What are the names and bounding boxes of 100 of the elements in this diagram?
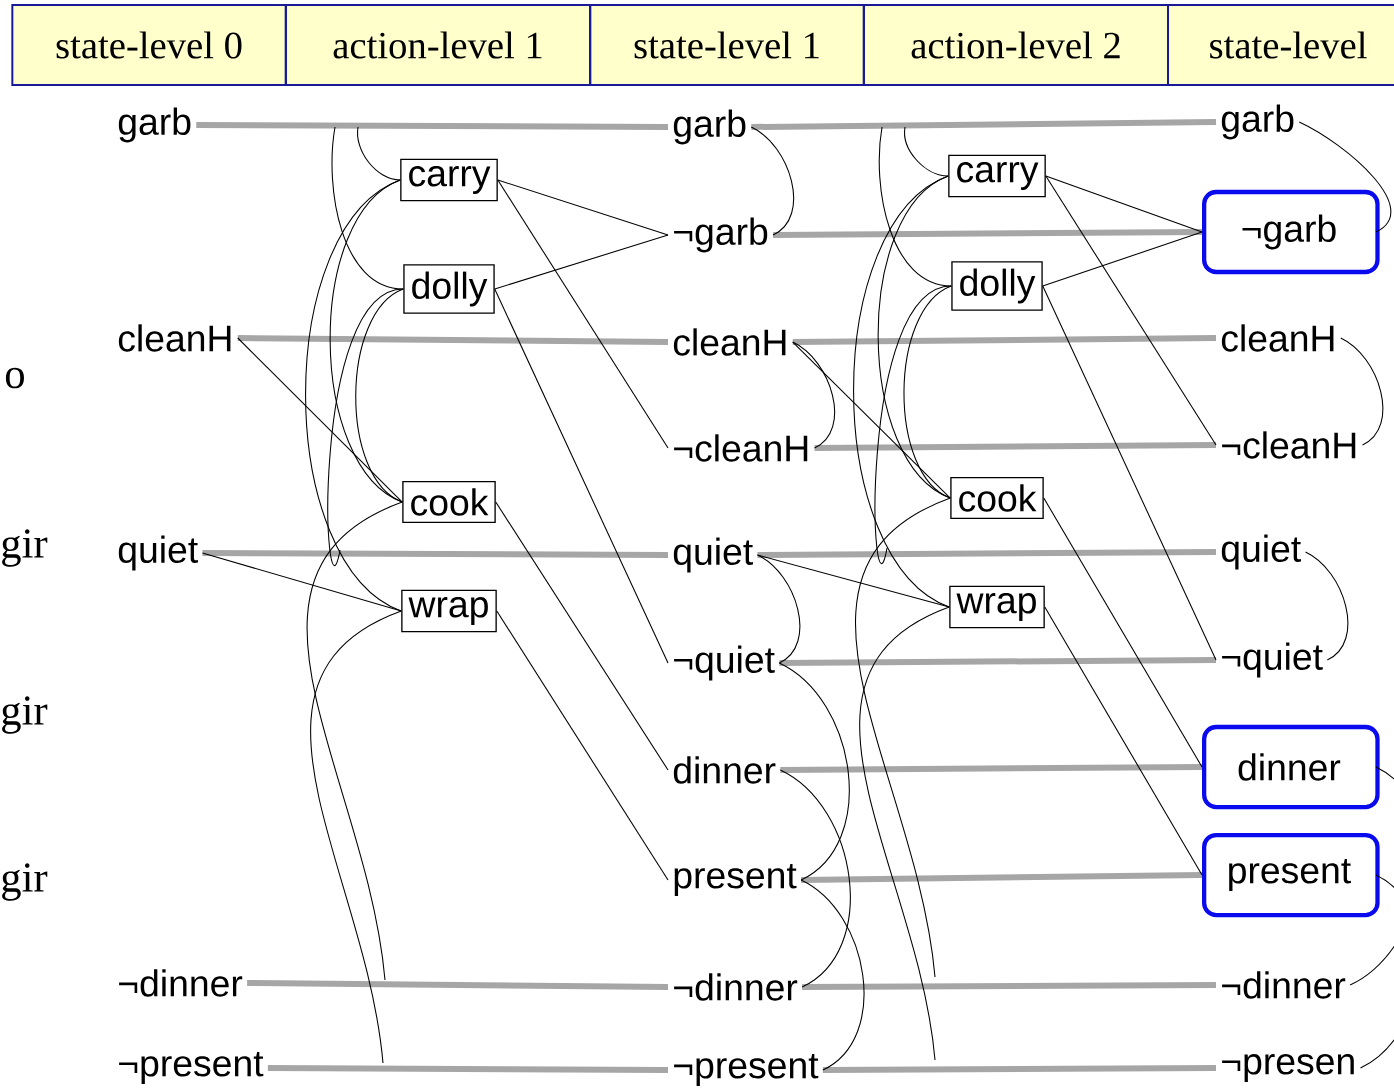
proposition-label: present (1229, 859, 1351, 891)
proposition-label: ¬dinner (1222, 971, 1346, 999)
proposition-label: garb (1221, 104, 1294, 140)
mutex-arc (904, 126, 949, 177)
mutex-arc (792, 341, 835, 449)
link-line (1042, 231, 1203, 287)
noop-line (757, 549, 1217, 558)
proposition-label: cleanH (673, 328, 786, 356)
proposition-label: garb (118, 107, 191, 143)
noop-line (779, 657, 1217, 666)
highlight-frame (1202, 832, 1380, 918)
link-line (792, 341, 951, 499)
highlight-frame (1202, 189, 1380, 275)
mutex-arc (331, 126, 404, 290)
link-line (1045, 175, 1203, 233)
slide-text-fragment: gir (2, 863, 48, 901)
link-line (237, 337, 403, 503)
mutex-arc (779, 769, 851, 988)
level-header-cell: action-level 1 (285, 4, 591, 86)
noop-line (802, 982, 1217, 990)
link-line (1042, 285, 1217, 661)
mutex-arc (355, 288, 404, 503)
mutex-arc (778, 662, 850, 881)
proposition-label: ¬dinner (674, 973, 798, 1001)
mutex-arc (305, 179, 402, 612)
proposition-label: dinner (1238, 753, 1341, 781)
action-box: carry (948, 154, 1046, 198)
link-line (497, 179, 669, 449)
link-line (494, 288, 669, 664)
proposition-label: ¬presen (1222, 1054, 1354, 1082)
level-header-cell: state-level (1167, 4, 1394, 86)
noop-line (247, 980, 669, 990)
proposition-label: garb (673, 109, 746, 145)
proposition-label: quiet (1221, 534, 1301, 570)
mutex-arc (310, 610, 402, 1064)
proposition-label: quiet (118, 535, 198, 571)
mutex-arc (1304, 551, 1349, 661)
slide-text-fragment: gir (2, 696, 48, 734)
level-header-cell: state-level 0 (11, 4, 287, 86)
proposition-label: present (674, 864, 797, 896)
level-header-cell: action-level 2 (863, 4, 1169, 86)
slide-text-fragment: gir (2, 529, 48, 567)
mutex-arc (859, 606, 950, 1061)
mutex-arc (307, 501, 403, 981)
mutex-arc (878, 126, 952, 287)
action-box: wrap (949, 585, 1045, 629)
highlight-frame (1202, 724, 1380, 810)
mutex-arc (750, 126, 794, 236)
link-line (496, 610, 669, 881)
proposition-label: ¬cleanH (674, 434, 808, 462)
slide-text-fragment: o (5, 367, 24, 389)
action-box: cook (402, 480, 496, 524)
proposition-label: ¬quiet (674, 645, 775, 681)
noop-line (237, 335, 669, 345)
node-label: state-level (1210, 31, 1367, 59)
link-line (1044, 606, 1203, 876)
action-box: cook (950, 476, 1044, 520)
proposition-label: dinner (673, 756, 776, 784)
noop-line (751, 119, 1217, 130)
proposition-label: ¬garb (674, 217, 768, 253)
noop-line (814, 442, 1217, 451)
link-line (494, 234, 669, 290)
noop-line (773, 229, 1203, 238)
proposition-label: ¬cleanH (1222, 431, 1356, 459)
noop-line (801, 872, 1203, 883)
action-box: dolly (951, 261, 1043, 311)
proposition-label: ¬present (674, 1054, 819, 1086)
action-box: wrap (401, 589, 497, 633)
proposition-label: ¬dinner (119, 969, 243, 997)
mutex-arc (853, 175, 950, 608)
link-line (495, 501, 669, 771)
proposition-label: cleanH (1221, 324, 1334, 352)
level-header-cell: state-level 1 (589, 4, 865, 86)
mutex-arc (1359, 874, 1394, 1069)
mutex-arc (1349, 766, 1394, 986)
proposition-label: ¬garb (1242, 214, 1336, 250)
action-box: dolly (403, 264, 495, 314)
noop-line (202, 550, 669, 558)
mutex-arc (327, 288, 404, 565)
link-line (497, 179, 669, 236)
noop-line (822, 1065, 1217, 1073)
noop-line (267, 1065, 669, 1073)
mutex-arc (800, 879, 865, 1071)
mutex-arc (357, 126, 401, 181)
link-line (1043, 497, 1203, 768)
mutex-arc (855, 497, 951, 978)
proposition-label: ¬present (119, 1052, 264, 1084)
proposition-label: ¬quiet (1222, 642, 1323, 678)
mutex-arc (1340, 337, 1384, 446)
link-line (1045, 175, 1217, 446)
noop-line (780, 764, 1203, 773)
mutex-arc (903, 285, 952, 499)
proposition-label: cleanH (118, 324, 231, 352)
noop-line (196, 122, 669, 130)
noop-line (792, 335, 1217, 345)
mutex-arc (874, 285, 952, 564)
action-box: carry (400, 158, 498, 202)
proposition-label: quiet (673, 537, 753, 573)
mutex-arc (1298, 121, 1392, 233)
mutex-arc (756, 554, 801, 664)
